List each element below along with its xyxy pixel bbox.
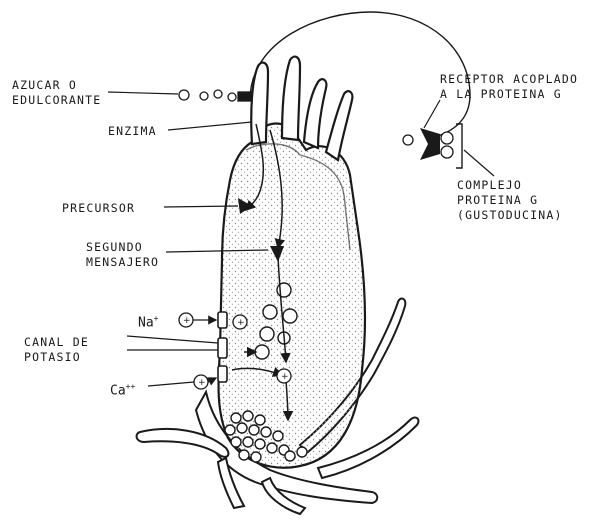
sugar-label-line1: AZUCAR O bbox=[12, 78, 77, 92]
svg-text:+: + bbox=[183, 316, 191, 326]
svg-text:+: + bbox=[198, 378, 206, 388]
calcium-ion-label: Ca++ bbox=[110, 380, 135, 398]
svg-text:+: + bbox=[281, 372, 289, 382]
sodium-ion-label: Na+ bbox=[138, 312, 158, 330]
svg-text:+: + bbox=[237, 318, 245, 328]
gprotein-label-line1: COMPLEJO bbox=[457, 178, 522, 192]
second-messenger-label-line1: SEGUNDO bbox=[86, 240, 143, 254]
potassium-channel-label-line1: CANAL DE bbox=[24, 335, 89, 349]
membrane-channels bbox=[218, 312, 227, 382]
sugar-label-line2: EDULCORANTE bbox=[12, 93, 101, 107]
precursor-label: PRECURSOR bbox=[62, 201, 135, 215]
potassium-channel-label-line2: POTASIO bbox=[24, 350, 81, 364]
receptor-label-line2: A LA PROTEINA G bbox=[440, 87, 562, 101]
receptor-complex bbox=[403, 124, 462, 168]
receptor-label-line1: RECEPTOR ACOPLADO bbox=[440, 72, 578, 86]
gprotein-label-line3: (GUSTODUCINA) bbox=[457, 208, 563, 222]
enzyme-label: ENZIMA bbox=[108, 124, 157, 138]
sugar-molecules bbox=[179, 90, 252, 101]
gprotein-label-line2: PROTEINA G bbox=[457, 193, 538, 207]
second-messenger-label-line2: MENSAJERO bbox=[86, 255, 159, 269]
